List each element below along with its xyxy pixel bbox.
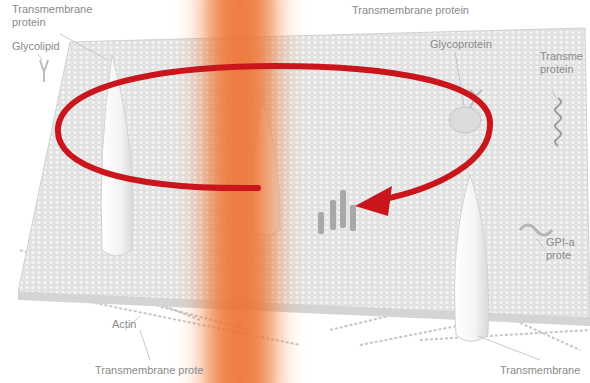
part-label: Transmembrane protein (12, 3, 100, 29)
part-label: Actin (112, 318, 172, 331)
gpi-protein-symbol (520, 225, 552, 235)
bilayer-edge (18, 292, 590, 326)
glycoprotein-symbol (449, 107, 481, 133)
part-label: Transme protein (540, 50, 586, 76)
helix-protein (555, 98, 561, 146)
part-label: Transmembrane (500, 364, 586, 377)
lipid-bilayer (18, 28, 590, 318)
part-label: Transmembrane protein (352, 4, 512, 17)
part-label: GPI-a prote (546, 236, 586, 262)
glycolipid-symbol (40, 60, 48, 82)
leader-lines (38, 34, 556, 360)
part-label: Glycoprotein (430, 38, 520, 51)
protein-cluster (318, 190, 356, 234)
arrow-head (355, 186, 392, 216)
part-label: Transmembrane prote (95, 364, 255, 377)
transmembrane-protein (455, 175, 489, 342)
light-beam (205, 0, 275, 383)
part-label: Glycolipid (12, 40, 92, 53)
rotation-arrow (58, 66, 490, 200)
